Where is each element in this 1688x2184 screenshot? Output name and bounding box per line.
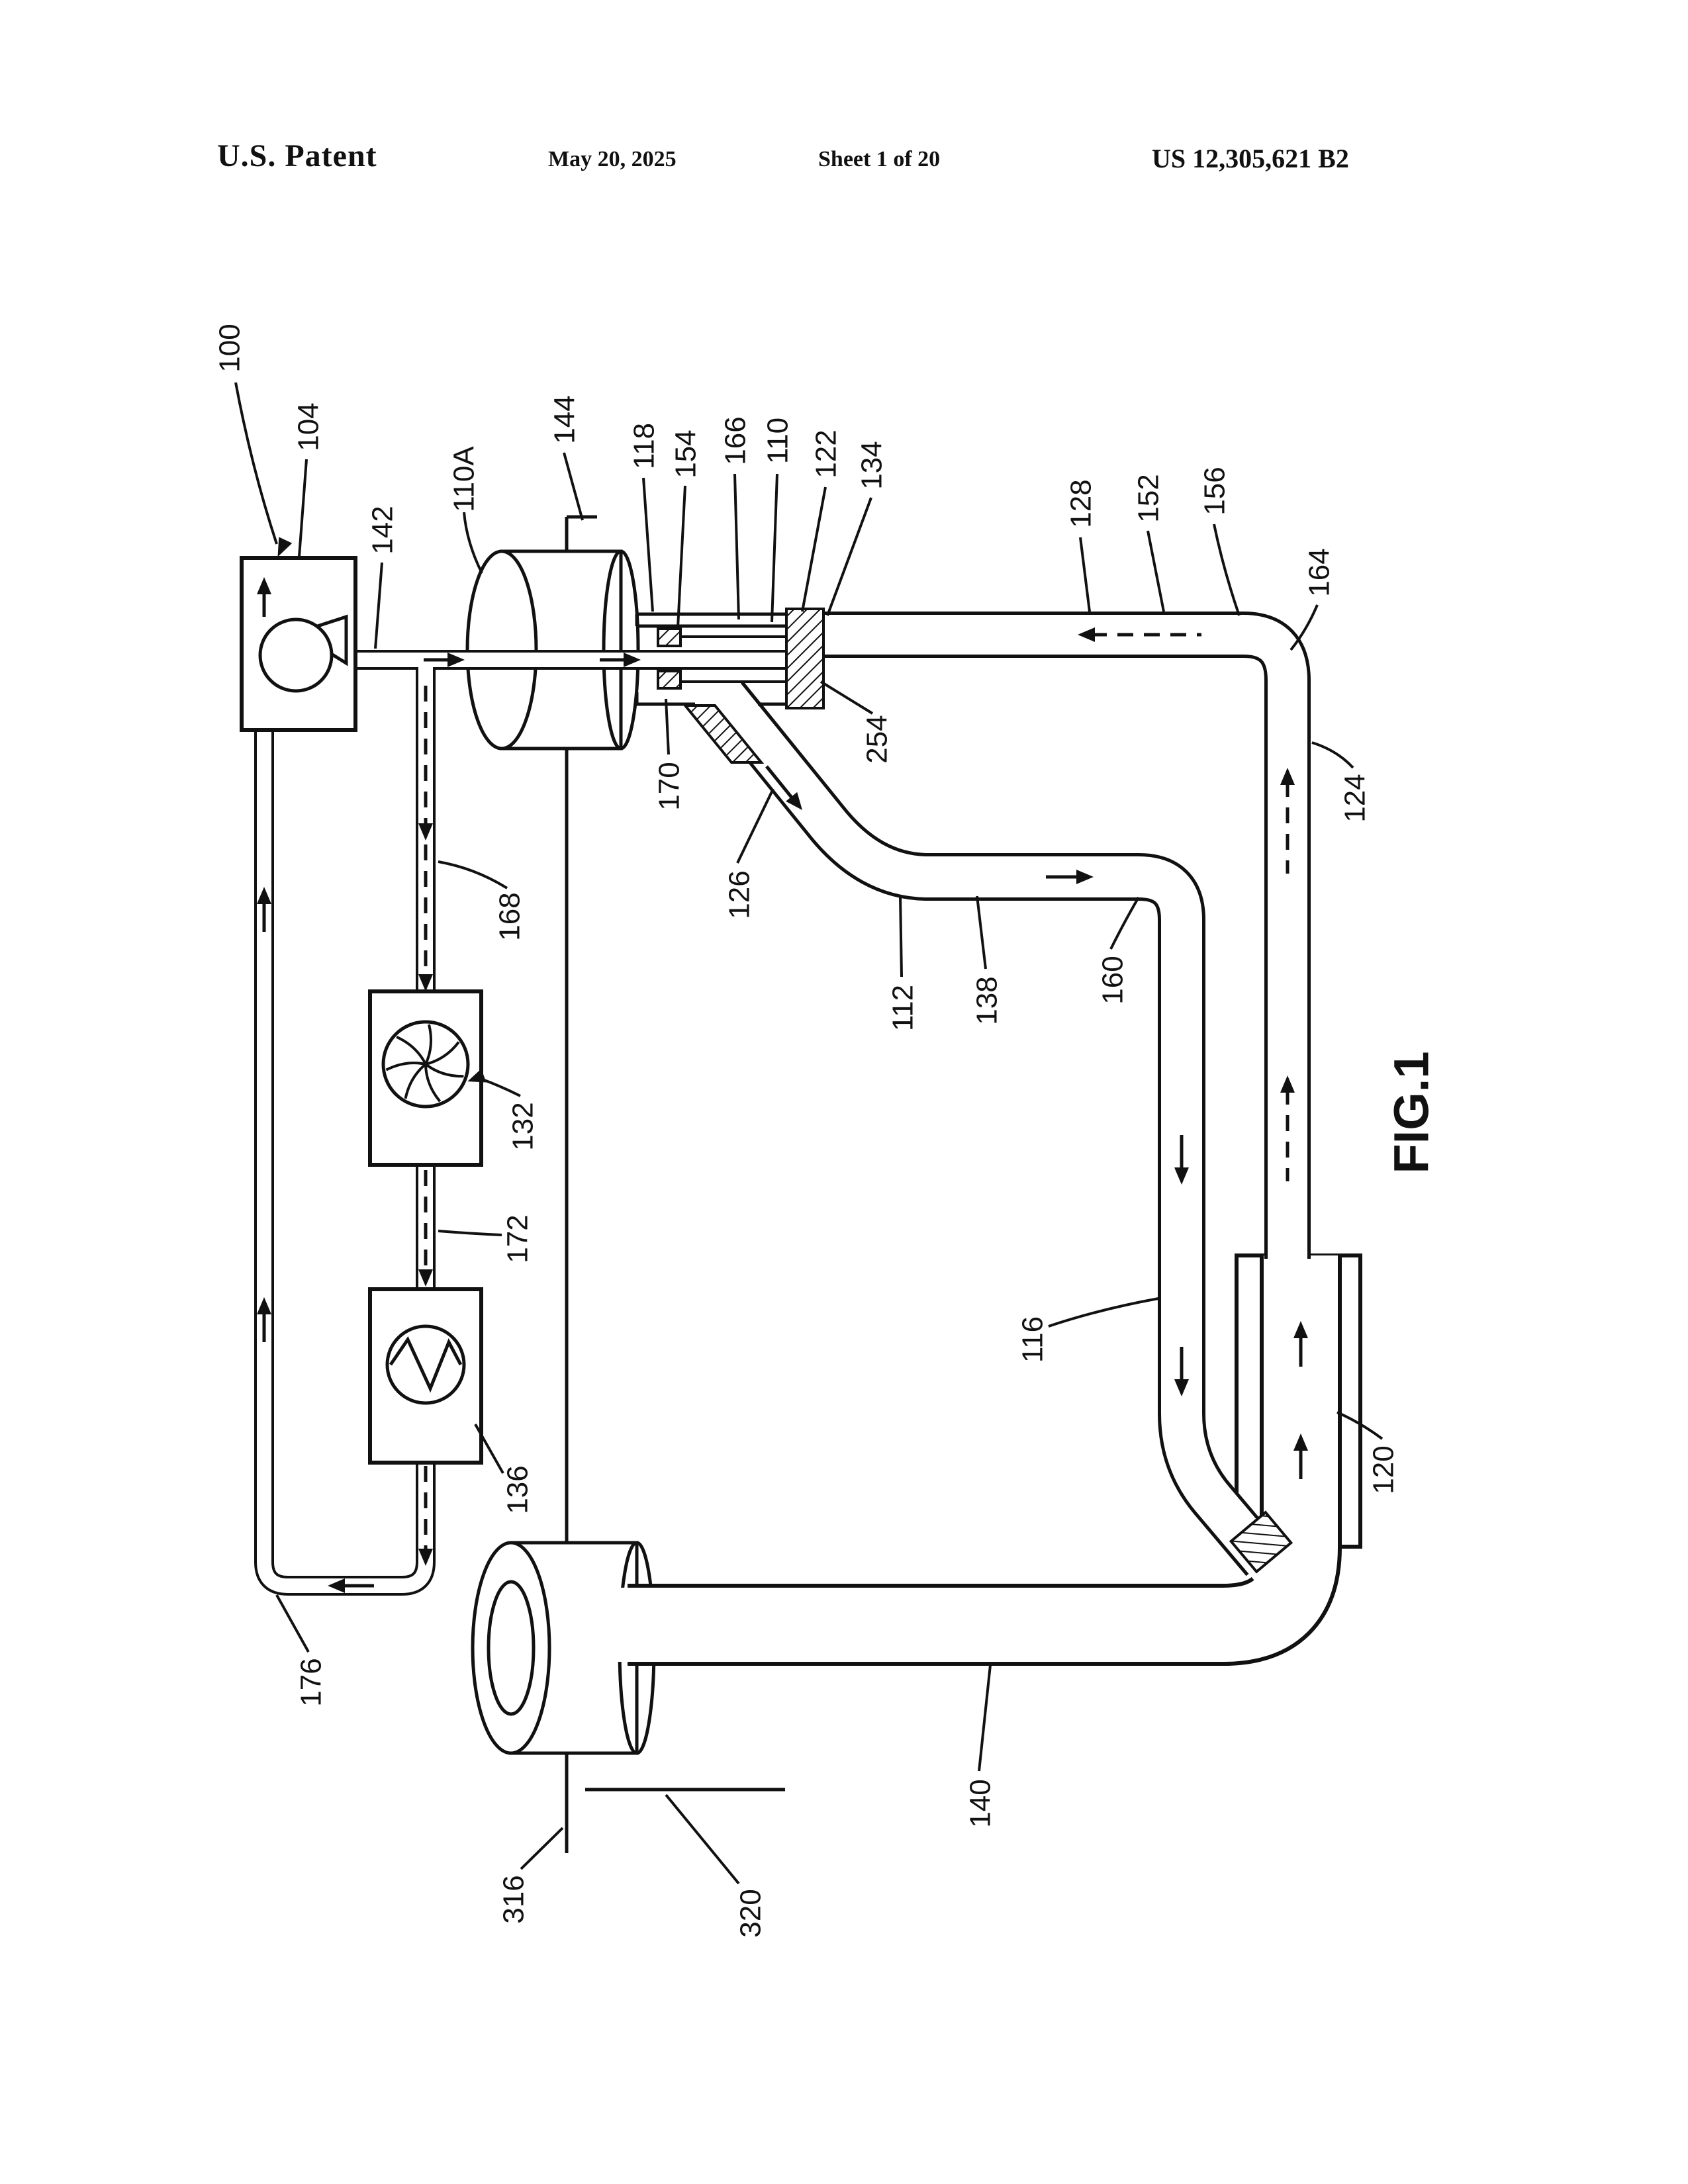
leader-104 (298, 459, 308, 557)
leader-168 (438, 860, 508, 889)
patent-header-number: US 12,305,621 B2 (1152, 144, 1349, 173)
leader-320 (665, 1794, 740, 1885)
junction-gasket (682, 704, 765, 764)
leader-176 (275, 1594, 310, 1653)
ref-label-152: 152 (1133, 474, 1165, 522)
leader-316 (520, 1827, 564, 1870)
ref-label-110: 110 (762, 418, 794, 464)
ref-label-316: 316 (498, 1875, 530, 1923)
heater-unit (368, 1287, 483, 1465)
ref-label-254: 254 (861, 715, 894, 763)
leader-110 (771, 473, 778, 623)
ref-label-154: 154 (670, 430, 702, 478)
reference-labels: 100 104 142 110A 144 118 154 166 110 122… (214, 324, 1400, 1937)
leader-lines (234, 382, 1383, 1885)
ref-label-164: 164 (1303, 548, 1336, 596)
leader-118 (642, 477, 654, 612)
flow-arrows (257, 653, 1308, 1593)
leader-136 (474, 1424, 504, 1474)
ref-label-166: 166 (720, 416, 752, 465)
ref-label-168: 168 (494, 892, 526, 940)
ref-label-124: 124 (1339, 774, 1372, 822)
ref-label-128: 128 (1065, 479, 1098, 527)
heater-symbol (385, 1324, 466, 1405)
ref-label-172: 172 (502, 1214, 534, 1263)
ref-label-104: 104 (293, 402, 325, 451)
bottom-junction-coupling (1229, 1510, 1293, 1574)
ref-label-142: 142 (367, 506, 399, 554)
injector-seal-lower (657, 670, 682, 690)
ref-label-122: 122 (810, 430, 843, 478)
end-block-254 (785, 608, 825, 709)
pump-unit (240, 556, 357, 732)
ref-label-170: 170 (653, 762, 686, 810)
nozzle-assembly (635, 608, 825, 764)
leader-124 (1311, 741, 1354, 769)
leader-122 (801, 486, 827, 612)
leader-112 (899, 895, 903, 978)
ref-label-156: 156 (1199, 467, 1231, 515)
leader-170 (665, 698, 670, 755)
feed-pipe (351, 650, 789, 671)
leader-128 (1079, 537, 1091, 612)
leader-172 (438, 1230, 502, 1236)
patent-header-date: May 20, 2025 (548, 147, 677, 171)
ref-label-144: 144 (549, 395, 581, 443)
leader-142 (374, 562, 383, 649)
leader-132 (480, 1077, 521, 1097)
ref-label-138: 138 (971, 976, 1004, 1024)
injector-seal-upper (657, 627, 682, 647)
ref-label-132: 132 (507, 1102, 539, 1150)
leader-116 (1048, 1297, 1159, 1328)
leader-254 (820, 680, 874, 715)
leader-152 (1147, 530, 1165, 612)
ref-label-134: 134 (856, 441, 888, 489)
ref-label-320: 320 (735, 1889, 767, 1937)
leader-166 (733, 473, 740, 620)
leader-126 (736, 788, 774, 864)
leader-140 (978, 1664, 992, 1772)
leader-120 (1336, 1411, 1383, 1440)
leader-138 (976, 895, 987, 970)
pump-symbol (258, 617, 334, 693)
ref-label-160: 160 (1097, 956, 1129, 1004)
leader-164 (1289, 604, 1319, 651)
ref-label-126: 126 (724, 870, 756, 919)
ref-label-176: 176 (295, 1658, 328, 1706)
dashed-flow-lines (418, 627, 1295, 1566)
leader-110A (463, 512, 483, 574)
leader-154 (677, 485, 686, 628)
ref-label-112: 112 (887, 985, 919, 1031)
figure-caption: FIG.1 (1384, 1051, 1439, 1173)
leader-100 (234, 382, 278, 545)
patent-header-title: U.S. Patent (217, 138, 377, 173)
fan-unit (368, 989, 483, 1167)
leader-156 (1213, 523, 1241, 616)
lower-cylinder (471, 1541, 656, 1755)
patent-header-sheet: Sheet 1 of 20 (818, 147, 941, 171)
ref-label-116: 116 (1017, 1316, 1049, 1363)
supply-pipe (702, 675, 1288, 1584)
ref-label-110A: 110A (448, 446, 481, 512)
leader-160 (1109, 896, 1140, 950)
outlet-pipe (617, 1255, 1342, 1666)
ref-label-120: 120 (1368, 1445, 1400, 1494)
ref-label-118: 118 (628, 423, 661, 469)
return-pipe (822, 612, 1311, 1281)
ref-label-136: 136 (502, 1465, 534, 1514)
leader-134 (826, 497, 872, 616)
ref-label-140: 140 (964, 1779, 997, 1827)
leader-144 (563, 452, 584, 521)
ref-label-100: 100 (214, 324, 246, 372)
